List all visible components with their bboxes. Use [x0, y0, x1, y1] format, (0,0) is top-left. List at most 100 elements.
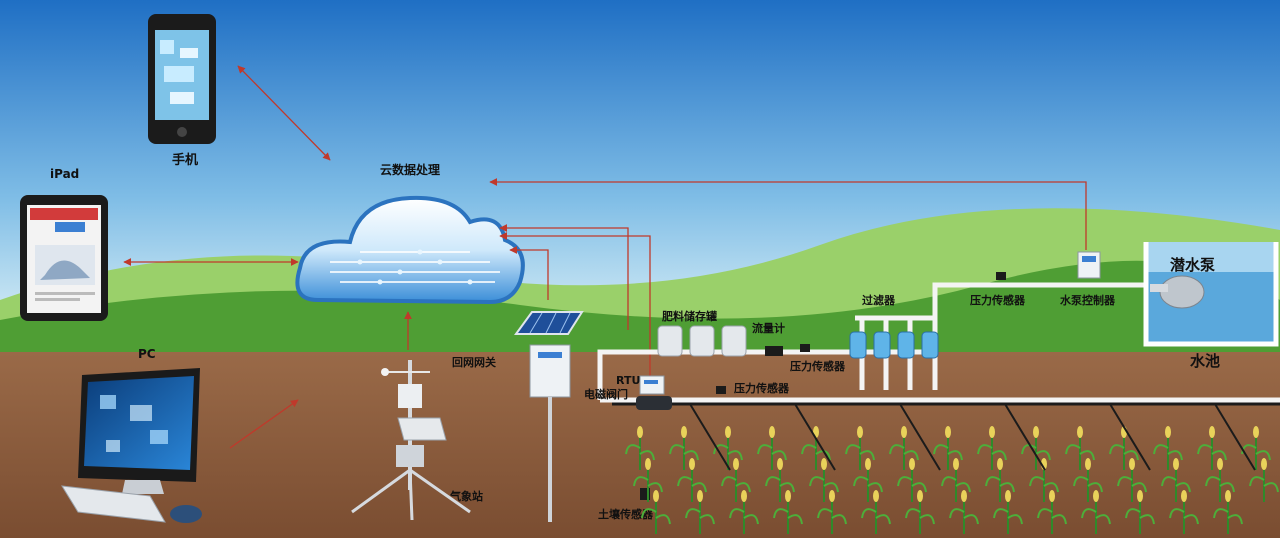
crop-leaf — [933, 444, 963, 461]
crop-leaf — [677, 476, 707, 493]
crop-tassel — [725, 426, 731, 438]
crop-tassel — [653, 490, 659, 502]
crop-leaf — [1125, 508, 1155, 525]
pc-label: PC — [138, 347, 156, 361]
crop-tassel — [1173, 458, 1179, 470]
crop-leaf — [1197, 444, 1227, 461]
crop-tassel — [785, 490, 791, 502]
crop-tassel — [645, 458, 651, 470]
crop-leaf — [713, 444, 743, 461]
crop-leaf — [889, 444, 919, 461]
gateway-box — [529, 344, 571, 522]
crop-tassel — [1085, 458, 1091, 470]
crop-leaf — [721, 476, 751, 493]
submersible-pump-label: 潜水泵 — [1170, 256, 1215, 274]
rtu-label: RTU — [616, 374, 640, 387]
crop-leaf — [993, 508, 1023, 525]
crop-leaf — [1169, 508, 1199, 525]
pressure-sensor-label-3: 压力传感器 — [970, 293, 1026, 307]
crop-tassel — [1181, 490, 1187, 502]
crop-leaf — [845, 444, 875, 461]
link-rtu-cloud-2 — [499, 232, 651, 380]
crop-leaf — [897, 476, 927, 493]
crop-tassel — [1217, 458, 1223, 470]
link-rtu-cloud — [499, 224, 629, 330]
crop-leaf — [1073, 476, 1103, 493]
drip-lateral — [794, 403, 836, 471]
cloud-label: 云数据处理 — [380, 162, 440, 177]
soil-sensor-box — [640, 488, 650, 500]
crop-leaf — [765, 476, 795, 493]
solenoid-valve — [636, 396, 672, 410]
weather-station-label: 气象站 — [449, 489, 483, 503]
crop-tassel — [961, 490, 967, 502]
crop-leaf — [853, 476, 883, 493]
pressure-sensor-box-2 — [716, 386, 726, 394]
filter-label: 过滤器 — [862, 293, 896, 307]
hills-front — [0, 260, 1280, 360]
phone-label: 手机 — [172, 152, 198, 168]
crop-tassel — [865, 458, 871, 470]
communication-links — [123, 65, 1087, 449]
crop-leaf — [809, 476, 839, 493]
crop-leaf — [1065, 444, 1095, 461]
crop-leaf — [977, 444, 1007, 461]
computer-icon — [61, 368, 202, 523]
crop-leaf — [757, 444, 787, 461]
crop-leaf — [669, 444, 699, 461]
crop-leaf — [641, 508, 671, 525]
phone-icon — [148, 14, 216, 144]
crop-leaf — [1021, 444, 1051, 461]
pump-icon — [1150, 275, 1205, 309]
gateway-label: 回网网关 — [452, 355, 496, 369]
fertilizer-tanks — [657, 325, 747, 357]
solar-panel-icon — [514, 311, 584, 335]
pressure-sensor-label-1: 压力传感器 — [790, 359, 846, 373]
crop-leaf — [625, 444, 655, 461]
soil-sensor-label: 土壤传感器 — [598, 507, 654, 521]
crop-tassel — [857, 426, 863, 438]
crop-leaf — [773, 508, 803, 525]
link-gateway-cloud — [509, 246, 549, 300]
crop-tassel — [997, 458, 1003, 470]
crop-tassel — [681, 426, 687, 438]
crop-tassel — [1253, 426, 1259, 438]
crop-tassel — [769, 426, 775, 438]
weather-station-icon — [351, 360, 471, 521]
link-phone-cloud — [237, 65, 331, 161]
rtu-box — [639, 375, 665, 395]
crop-leaf — [1081, 508, 1111, 525]
crop-tassel — [1005, 490, 1011, 502]
pump-controller — [1077, 251, 1101, 279]
drip-lateral — [689, 403, 731, 471]
crop-tassel — [945, 426, 951, 438]
pump-controller-label: 水泵控制器 — [1060, 293, 1116, 307]
crop-tassel — [909, 458, 915, 470]
solenoid-valve-label: 电磁阀门 — [584, 387, 628, 401]
crop-tassel — [689, 458, 695, 470]
crop-leaf — [1037, 508, 1067, 525]
crop-leaf — [1249, 476, 1279, 493]
crop-leaf — [905, 508, 935, 525]
pool-label: 水池 — [1190, 352, 1220, 370]
crop-tassel — [637, 426, 643, 438]
crop-tassel — [821, 458, 827, 470]
crop-leaf — [1109, 444, 1139, 461]
crop-tassel — [741, 490, 747, 502]
crop-leaf — [633, 476, 663, 493]
crop-tassel — [1137, 490, 1143, 502]
fertilizer-tank-label: 肥料储存罐 — [662, 309, 717, 323]
ipad-label: iPad — [50, 167, 79, 181]
pressure-sensor-label-2: 压力传感器 — [734, 381, 790, 395]
crop-leaf — [1161, 476, 1191, 493]
crop-leaf — [985, 476, 1015, 493]
crop-leaf — [1029, 476, 1059, 493]
flow-meter — [765, 346, 783, 356]
crop-leaf — [729, 508, 759, 525]
link-pump-controller-cloud — [489, 178, 1087, 250]
drip-lateral — [1109, 403, 1151, 471]
link-pc-cloud — [229, 399, 299, 449]
crop-tassel — [1077, 426, 1083, 438]
crop-tassel — [829, 490, 835, 502]
crop-leaf — [1205, 476, 1235, 493]
